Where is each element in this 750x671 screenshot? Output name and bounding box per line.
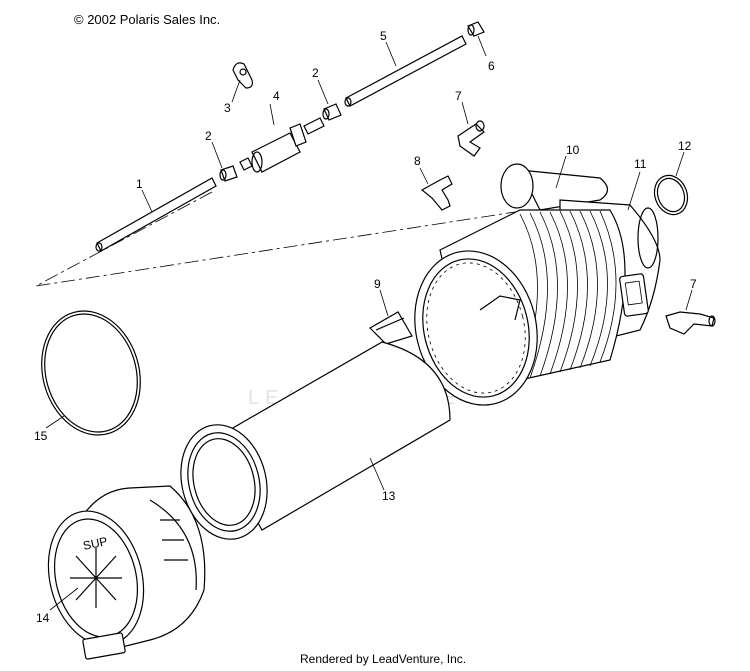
part-8-elbow[interactable] xyxy=(420,175,453,211)
callout-13: 13 xyxy=(382,489,396,503)
callout-15: 15 xyxy=(34,429,48,443)
part-5-tube[interactable] xyxy=(344,35,467,107)
callout-labels: 1 2 2 3 4 5 6 7 7 8 9 10 11 12 13 14 15 xyxy=(34,29,697,625)
callout-3: 3 xyxy=(224,101,231,115)
part-14-end-cover[interactable]: SUP xyxy=(35,485,206,660)
part-13-filter-element[interactable] xyxy=(169,341,451,548)
callout-12: 12 xyxy=(678,139,692,153)
part-2-coupler-lower[interactable] xyxy=(219,165,238,182)
footer-credit: Rendered by LeadVenture, Inc. xyxy=(300,652,467,666)
cover-star-icon xyxy=(70,548,122,608)
callout-11: 11 xyxy=(634,157,647,171)
part-7-elbow-upper[interactable] xyxy=(457,120,485,157)
callout-2b: 2 xyxy=(312,66,319,80)
part-1-tube[interactable] xyxy=(95,177,217,252)
callout-5: 5 xyxy=(380,29,387,43)
callout-10: 10 xyxy=(566,143,580,157)
callout-8: 8 xyxy=(414,154,421,168)
callout-2a: 2 xyxy=(205,129,212,143)
leader-lines xyxy=(45,35,693,611)
part-9-clip[interactable] xyxy=(369,311,413,345)
part-7-elbow-right[interactable] xyxy=(665,311,716,335)
callout-1: 1 xyxy=(136,177,143,191)
callout-9: 9 xyxy=(374,277,381,291)
housing-ribs xyxy=(519,210,617,379)
callout-14: 14 xyxy=(36,611,50,625)
part-4-valve[interactable] xyxy=(239,117,325,173)
cover-label-text: SUP xyxy=(82,534,109,553)
callout-4: 4 xyxy=(273,89,280,103)
part-6-cap[interactable] xyxy=(467,21,485,37)
callout-7a: 7 xyxy=(455,89,462,103)
part-15-large-o-ring[interactable] xyxy=(27,299,154,447)
part-11-air-box-housing[interactable] xyxy=(399,163,661,418)
copyright-text: © 2002 Polaris Sales Inc. xyxy=(74,12,221,27)
part-3-clamp[interactable] xyxy=(232,62,253,89)
part-2-coupler-upper[interactable] xyxy=(322,103,342,121)
callout-7b: 7 xyxy=(690,277,697,291)
part-12-o-ring[interactable] xyxy=(649,171,693,220)
callout-6: 6 xyxy=(488,59,495,73)
